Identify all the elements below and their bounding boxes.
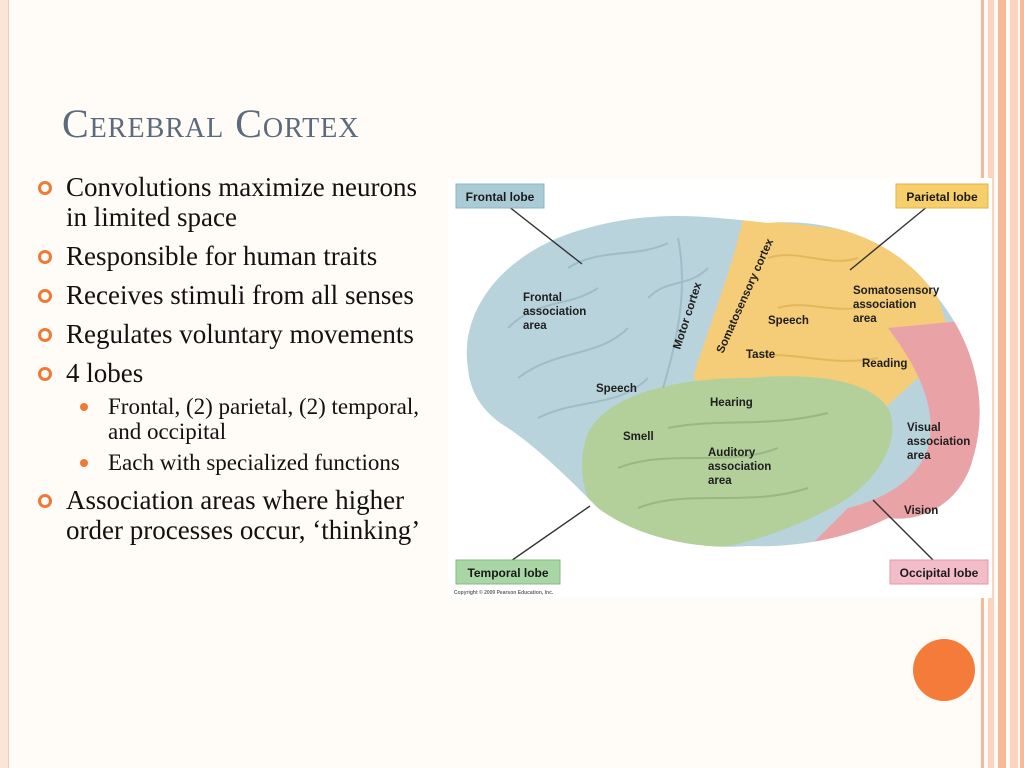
somatosensory-association-label: area: [853, 313, 877, 325]
temporal-lobe-region: [582, 376, 893, 547]
brain-lobes: [466, 216, 980, 547]
bullet-item: 4 lobes: [36, 358, 436, 388]
smell-label: Smell: [623, 431, 654, 443]
temporal-lobe-label-box: [455, 559, 561, 585]
parietal-leader-line: [849, 205, 929, 271]
bullet-item: Convolutions maximize neurons in limited…: [36, 172, 436, 232]
frontal-association-label: association: [523, 306, 586, 318]
leader-lines: [507, 205, 937, 564]
bullet-item: Responsible for human traits: [36, 241, 436, 271]
frontal-association-label: area: [523, 320, 547, 332]
reading-label: Reading: [862, 358, 907, 370]
sub-bullet-marker-icon: [80, 403, 88, 411]
brain-diagram: Frontal lobe Parietal lobe Temporal lobe…: [448, 178, 992, 598]
left-border: [0, 0, 9, 768]
brain-diagram-svg: Frontal lobe Parietal lobe Temporal lobe…: [454, 183, 989, 596]
temporal-leader-line: [507, 505, 591, 564]
bullet-item: Association areas where higher order pro…: [36, 485, 436, 545]
occipital-leader-line: [872, 499, 937, 564]
sub-bullet-item: Each with specialized functions: [36, 450, 436, 475]
parietal-lobe-region: [693, 218, 948, 423]
bullet-item: Regulates voluntary movements: [36, 319, 436, 349]
orange-circle-decoration: [913, 639, 975, 701]
bullet-item: Receives stimuli from all senses: [36, 280, 436, 310]
vision-label: Vision: [904, 505, 938, 517]
bullet-list: Convolutions maximize neurons in limited…: [36, 172, 436, 554]
temporal-lobe-label: Temporal lobe: [467, 566, 548, 580]
visual-association-label: area: [907, 450, 931, 462]
frontal-association-label: Frontal: [523, 292, 562, 304]
frontal-leader-line: [507, 205, 583, 265]
bullet-marker-icon: [38, 494, 52, 508]
somatosensory-association-label: Somatosensory: [853, 285, 940, 297]
taste-label: Taste: [746, 349, 775, 361]
occipital-lobe-label: Occipital lobe: [900, 566, 979, 580]
occipital-lobe-label-box: [889, 559, 989, 585]
bullet-marker-icon: [38, 367, 52, 381]
somatosensory-association-label: association: [853, 299, 916, 311]
parietal-lobe-label-box: [895, 183, 989, 209]
slide-title: Cerebral Cortex: [62, 101, 360, 146]
bullet-marker-icon: [38, 289, 52, 303]
auditory-association-label: area: [708, 475, 732, 487]
speech-frontal-label: Speech: [596, 383, 637, 395]
hearing-label: Hearing: [710, 397, 753, 409]
sub-bullet-item: Frontal, (2) parietal, (2) temporal, and…: [36, 394, 436, 444]
frontal-lobe-label-box: [455, 183, 545, 209]
sub-bullet-marker-icon: [80, 459, 88, 467]
auditory-association-label: association: [708, 461, 771, 473]
bullet-marker-icon: [38, 250, 52, 264]
parietal-lobe-label: Parietal lobe: [906, 190, 978, 204]
bullet-marker-icon: [38, 328, 52, 342]
visual-association-label: Visual: [907, 422, 941, 434]
auditory-association-label: Auditory: [708, 447, 756, 459]
visual-association-label: association: [907, 436, 970, 448]
copyright-text: Copyright © 2009 Pearson Education, Inc.: [454, 589, 554, 596]
speech-parietal-label: Speech: [768, 315, 809, 327]
bullet-marker-icon: [38, 181, 52, 195]
frontal-lobe-label: Frontal lobe: [466, 190, 535, 204]
gyri-texture: [507, 237, 709, 419]
